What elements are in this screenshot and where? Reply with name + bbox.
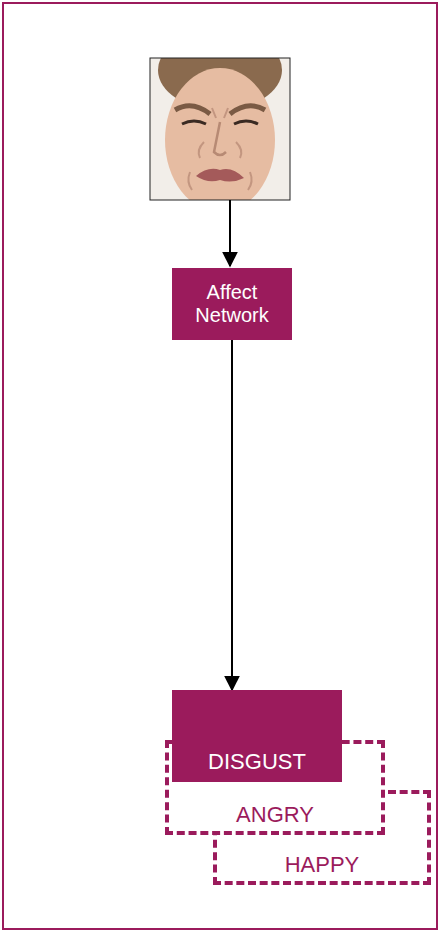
node-label: DISGUST bbox=[208, 749, 306, 774]
face-photo bbox=[150, 58, 290, 200]
node-label: HAPPY bbox=[285, 852, 360, 877]
node-label: Affect Network bbox=[178, 281, 286, 327]
photo-border bbox=[150, 58, 290, 200]
flow-arrow bbox=[231, 340, 233, 690]
class-box: DISGUST bbox=[172, 690, 342, 782]
process-box: Affect Network bbox=[172, 268, 292, 340]
frame-border bbox=[3, 3, 437, 929]
input-arrow bbox=[229, 200, 231, 266]
node-label: ANGRY bbox=[236, 802, 314, 827]
